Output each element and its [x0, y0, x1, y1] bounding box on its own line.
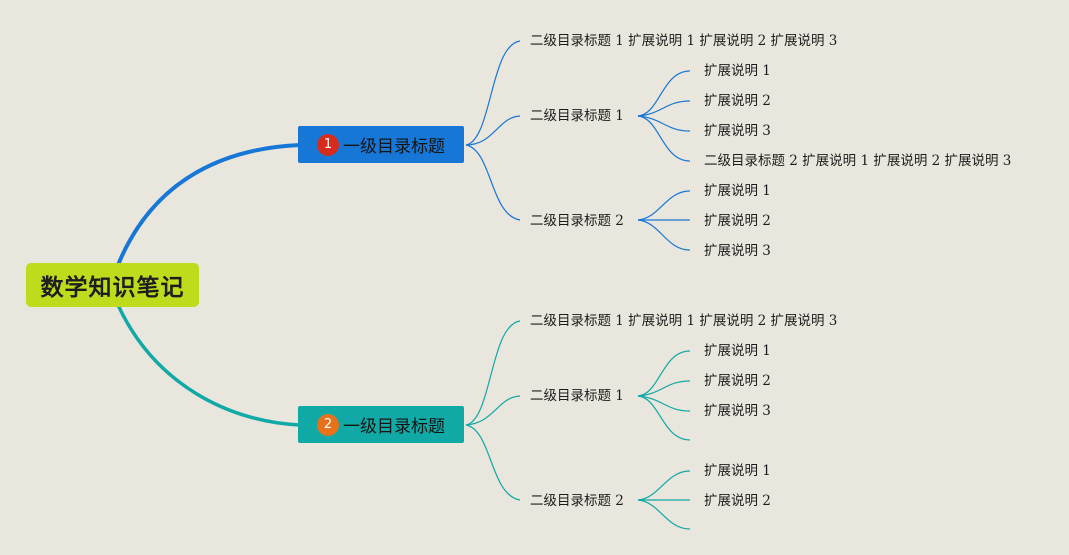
b2-sub1-link-0: [637, 350, 691, 397]
level3-topic[interactable]: 扩展说明 2: [704, 93, 771, 109]
b1-link-0: [465, 40, 521, 146]
b2-link-2: [465, 424, 521, 501]
b1-sub1-link-1: [637, 100, 691, 117]
level3-topic[interactable]: 扩展说明 2: [704, 493, 771, 509]
level2-topic[interactable]: 二级目录标题 2: [530, 213, 624, 229]
level3-topic[interactable]: 二级目录标题 2 扩展说明 1 扩展说明 2 扩展说明 3: [704, 153, 1012, 169]
level1-label: 一级目录标题: [343, 137, 445, 157]
b1-sub1-link-2: [637, 115, 691, 132]
level2-topic[interactable]: 二级目录标题 2: [530, 493, 624, 509]
level3-topic[interactable]: 扩展说明 2: [704, 213, 771, 229]
level3-topic[interactable]: 扩展说明 2: [704, 373, 771, 389]
b2-link-1: [465, 395, 521, 426]
level2-topic[interactable]: 二级目录标题 1 扩展说明 1 扩展说明 2 扩展说明 3: [530, 313, 838, 329]
level3-topic[interactable]: 扩展说明 1: [704, 343, 771, 359]
level2-topic[interactable]: 二级目录标题 1: [530, 388, 624, 404]
root-connector-bottom: [116, 304, 301, 427]
root-topic[interactable]: 数学知识笔记: [26, 263, 199, 307]
number-badge-icon: 2: [317, 413, 339, 436]
b2-link-0: [465, 320, 521, 426]
level2-topic[interactable]: 二级目录标题 1 扩展说明 1 扩展说明 2 扩展说明 3: [530, 33, 838, 49]
b2-sub2-link-2: [637, 499, 691, 530]
level1-topic-2[interactable]: 2 一级目录标题: [298, 406, 464, 443]
b2-sub2-link-0: [637, 470, 691, 501]
level3-topic[interactable]: 扩展说明 1: [704, 183, 771, 199]
root-title: 数学知识笔记: [40, 275, 185, 301]
b1-sub2-link-0: [637, 190, 691, 221]
level2-topic[interactable]: 二级目录标题 1: [530, 108, 624, 124]
level3-topic[interactable]: 扩展说明 3: [704, 403, 771, 419]
number-badge-icon: 1: [317, 133, 339, 156]
level1-label: 一级目录标题: [343, 417, 445, 437]
b1-sub1-link-3: [637, 115, 691, 162]
root-connector-top: [116, 143, 301, 266]
level3-topic[interactable]: 扩展说明 3: [704, 243, 771, 259]
b2-sub1-link-3: [637, 395, 691, 441]
level3-topic[interactable]: 扩展说明 1: [704, 463, 771, 479]
level3-topic[interactable]: 扩展说明 3: [704, 123, 771, 139]
b2-sub1-link-1: [637, 380, 691, 397]
b1-link-2: [465, 144, 521, 221]
level3-topic[interactable]: 扩展说明 1: [704, 63, 771, 79]
b1-sub1-link-0: [637, 70, 691, 117]
b1-link-1: [465, 115, 521, 146]
level1-topic-1[interactable]: 1 一级目录标题: [298, 126, 464, 163]
b1-sub2-link-2: [637, 219, 691, 251]
